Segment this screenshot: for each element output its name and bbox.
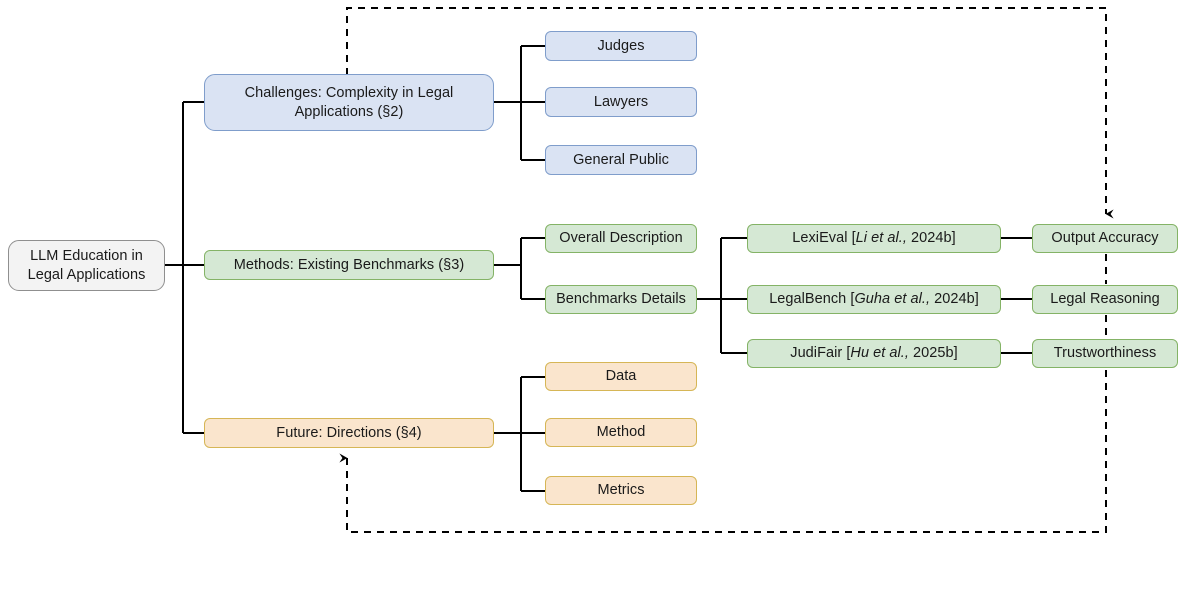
- node-benchmark-judifair[interactable]: JudiFair [Hu et al., 2025b]: [747, 339, 1001, 368]
- node-benchmark-judifair-citation: Hu et al.,: [850, 345, 909, 362]
- node-data[interactable]: Data: [545, 362, 697, 391]
- node-challenges[interactable]: Challenges: Complexity in Legal Applicat…: [204, 74, 494, 131]
- node-judges-label: Judges: [597, 37, 645, 54]
- node-judges[interactable]: Judges: [545, 31, 697, 61]
- node-benchmark-legalbench[interactable]: LegalBench [Guha et al., 2024b]: [747, 285, 1001, 314]
- node-benchmark-legalbench-citation: Guha et al.,: [854, 291, 931, 308]
- node-trustworthiness-label: Trustworthiness: [1053, 345, 1157, 362]
- node-method[interactable]: Method: [545, 418, 697, 447]
- node-benchmark-lexieval-name: LexiEval: [792, 230, 848, 247]
- node-general-public[interactable]: General Public: [545, 145, 697, 175]
- node-benchmarks-details-label: Benchmarks Details: [556, 291, 686, 308]
- node-overall-description-label: Overall Description: [559, 230, 683, 247]
- feedback-edge-trustworthiness-to-future: [339, 370, 1107, 533]
- node-data-label: Data: [605, 368, 637, 385]
- node-general-public-label: General Public: [573, 151, 669, 168]
- node-methods[interactable]: Methods: Existing Benchmarks (§3): [204, 250, 494, 280]
- node-method-label: Method: [596, 424, 646, 441]
- node-trustworthiness[interactable]: Trustworthiness: [1032, 339, 1178, 368]
- node-metrics[interactable]: Metrics: [545, 476, 697, 505]
- node-benchmark-lexieval[interactable]: LexiEval [Li et al., 2024b]: [747, 224, 1001, 253]
- node-legal-reasoning-label: Legal Reasoning: [1050, 291, 1160, 308]
- node-benchmark-legalbench-year: 2024b: [934, 291, 975, 308]
- node-overall-description[interactable]: Overall Description: [545, 224, 697, 253]
- node-benchmark-legalbench-name: LegalBench: [769, 291, 847, 308]
- node-benchmark-lexieval-citation: Li et al.,: [855, 230, 907, 247]
- node-lawyers-label: Lawyers: [593, 93, 649, 110]
- node-root-label: LLM Education in Legal Applications: [27, 247, 146, 283]
- node-output-accuracy[interactable]: Output Accuracy: [1032, 224, 1178, 253]
- node-lawyers[interactable]: Lawyers: [545, 87, 697, 117]
- node-methods-label: Methods: Existing Benchmarks (§3): [233, 256, 465, 273]
- node-metrics-label: Metrics: [597, 482, 645, 499]
- node-benchmark-lexieval-year: 2024b: [911, 230, 952, 247]
- node-output-accuracy-label: Output Accuracy: [1051, 230, 1159, 247]
- node-challenges-label: Challenges: Complexity in Legal Applicat…: [244, 84, 454, 120]
- node-benchmark-judifair-name: JudiFair: [790, 345, 843, 362]
- node-benchmarks-details[interactable]: Benchmarks Details: [545, 285, 697, 314]
- node-benchmark-judifair-year: 2025b: [913, 345, 954, 362]
- node-root[interactable]: LLM Education in Legal Applications: [8, 240, 165, 291]
- node-future-label: Future: Directions (§4): [276, 424, 422, 441]
- node-legal-reasoning[interactable]: Legal Reasoning: [1032, 285, 1178, 314]
- node-future[interactable]: Future: Directions (§4): [204, 418, 494, 448]
